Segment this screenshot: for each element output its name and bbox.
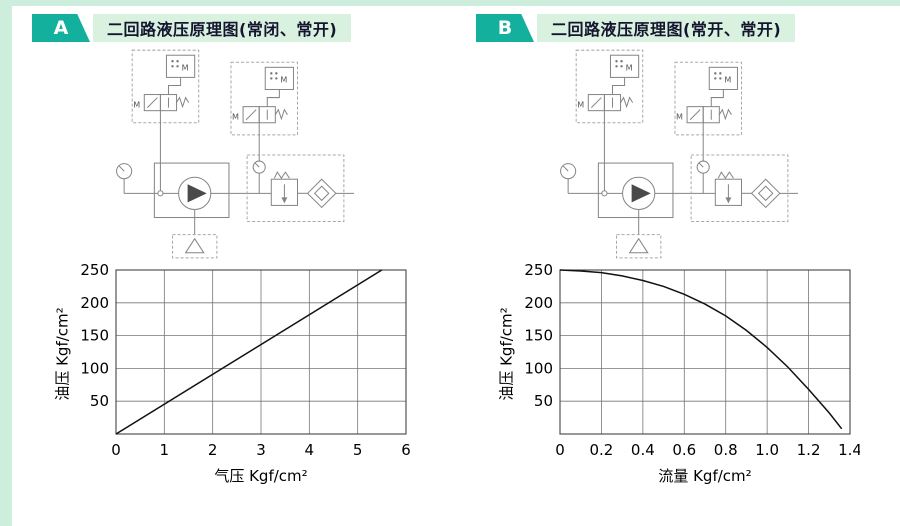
solenoid-label: M (232, 113, 239, 122)
panel-b-title: 二回路液压原理图(常开、常开) (537, 14, 796, 42)
tank-icon (616, 234, 662, 259)
svg-text:5: 5 (353, 441, 363, 459)
solenoid-label: M (133, 101, 140, 110)
data-curve (115, 269, 383, 435)
solenoid-label: M (626, 63, 633, 72)
solenoid-valve-2-icon: M M (230, 61, 299, 136)
pipe-lines (567, 122, 798, 235)
svg-text:1.2: 1.2 (797, 441, 821, 459)
pressure-gauge-1-icon (116, 163, 133, 180)
svg-text:0.8: 0.8 (714, 441, 738, 459)
svg-text:1: 1 (160, 441, 170, 459)
svg-text:0: 0 (111, 441, 121, 459)
chart-a-block: 油压 Kgf/cm² 0 1 2 3 4 5 6 50 100 150 200 250 气压 Kgf/… (12, 262, 456, 486)
svg-text:150: 150 (524, 327, 553, 345)
chart-b-col: 0 0.2 0.4 0.6 0.8 1.0 1.2 1.4 50 100 150 200 250 流量 … (520, 262, 860, 486)
pump-icon (178, 176, 212, 210)
air-treatment-unit (690, 154, 789, 223)
panel-b-header: B 二回路液压原理图(常开、常开) (476, 14, 900, 42)
pump-icon (622, 176, 656, 210)
svg-text:2: 2 (208, 441, 218, 459)
svg-text:6: 6 (401, 441, 411, 459)
plot-border (115, 269, 407, 435)
tank-icon (172, 234, 218, 259)
content-area: A 二回路液压原理图(常闭、常开) M M M (12, 6, 900, 526)
svg-text:100: 100 (80, 359, 109, 377)
svg-text:200: 200 (524, 294, 553, 312)
regulator-icon (270, 171, 299, 206)
svg-text:0.6: 0.6 (672, 441, 696, 459)
chart-a-col: 0 1 2 3 4 5 6 50 100 150 200 250 气压 Kgf/cm² (76, 262, 416, 486)
grid-lines (115, 269, 407, 434)
svg-text:50: 50 (534, 392, 553, 410)
x-axis-label: 气压 Kgf/cm² (214, 467, 308, 485)
pump-unit (153, 162, 230, 219)
filter-icon (306, 178, 337, 209)
panel-a-header: A 二回路液压原理图(常闭、常开) (32, 14, 456, 42)
x-tick-labels: 0 0.2 0.4 0.6 0.8 1.0 1.2 1.4 (555, 441, 860, 459)
pressure-gauge-2-icon (696, 160, 710, 174)
solenoid-valve-2-icon: M M (674, 61, 743, 136)
svg-text:0.4: 0.4 (631, 441, 655, 459)
panel-a-title: 二回路液压原理图(常闭、常开) (93, 14, 352, 42)
solenoid-label: M (724, 75, 731, 84)
solenoid-valve-1-icon: M M (131, 49, 200, 124)
regulator-icon (714, 171, 743, 206)
solenoid-label: M (676, 113, 683, 122)
x-tick-labels: 0 1 2 3 4 5 6 (111, 441, 411, 459)
section-badge-a: A (32, 14, 90, 42)
pressure-vs-flow-chart: 0 0.2 0.4 0.6 0.8 1.0 1.2 1.4 50 100 150 200 250 (524, 262, 860, 459)
pressure-vs-airpressure-chart: 0 1 2 3 4 5 6 50 100 150 200 250 (80, 262, 411, 459)
filter-icon (750, 178, 781, 209)
pressure-gauge-1-icon (560, 163, 577, 180)
y-tick-labels: 50 100 150 200 250 (524, 262, 553, 410)
pressure-gauge-2-icon (252, 160, 266, 174)
pump-unit (597, 162, 674, 219)
air-treatment-unit (246, 154, 345, 223)
svg-text:3: 3 (256, 441, 266, 459)
svg-text:0.2: 0.2 (589, 441, 613, 459)
solenoid-label: M (280, 75, 287, 84)
hydraulic-circuit-diagram: M M M M (560, 49, 798, 259)
y-axis-title-a: 油压 Kgf/cm² (48, 262, 76, 462)
svg-text:150: 150 (80, 327, 109, 345)
y-axis-label: 油压 Kgf/cm² (53, 307, 72, 401)
plot-border (559, 269, 851, 435)
svg-text:250: 250 (524, 262, 553, 279)
svg-text:4: 4 (305, 441, 315, 459)
y-axis-label: 油压 Kgf/cm² (497, 307, 516, 401)
panel-b: B 二回路液压原理图(常开、常开) M M M (456, 6, 900, 526)
chart-b-block: 油压 Kgf/cm² 0 0.2 0.4 0.6 0.8 1.0 1.2 1.4 50 100 15… (456, 262, 900, 486)
pipe-lines (123, 122, 354, 235)
svg-text:1.4: 1.4 (838, 441, 860, 459)
schematic-a: M M M M (12, 46, 456, 262)
panel-a: A 二回路液压原理图(常闭、常开) M M M (12, 6, 456, 526)
svg-text:200: 200 (80, 294, 109, 312)
page-frame-top (0, 0, 900, 6)
schematic-b: M M M M (456, 46, 900, 262)
svg-text:50: 50 (90, 392, 109, 410)
svg-text:250: 250 (80, 262, 109, 279)
solenoid-label: M (577, 101, 584, 110)
solenoid-label: M (182, 63, 189, 72)
svg-text:1.0: 1.0 (755, 441, 779, 459)
x-axis-label: 流量 Kgf/cm² (658, 467, 752, 485)
hydraulic-circuit-diagram: M M M M (116, 49, 354, 259)
y-axis-title-b: 油压 Kgf/cm² (492, 262, 520, 462)
svg-text:0: 0 (555, 441, 565, 459)
page-frame-left (0, 0, 12, 526)
svg-text:100: 100 (524, 359, 553, 377)
y-tick-labels: 50 100 150 200 250 (80, 262, 109, 410)
data-curve (559, 269, 843, 430)
section-badge-b: B (476, 14, 534, 42)
solenoid-valve-1-icon: M M (575, 49, 644, 124)
grid-lines (559, 269, 851, 434)
